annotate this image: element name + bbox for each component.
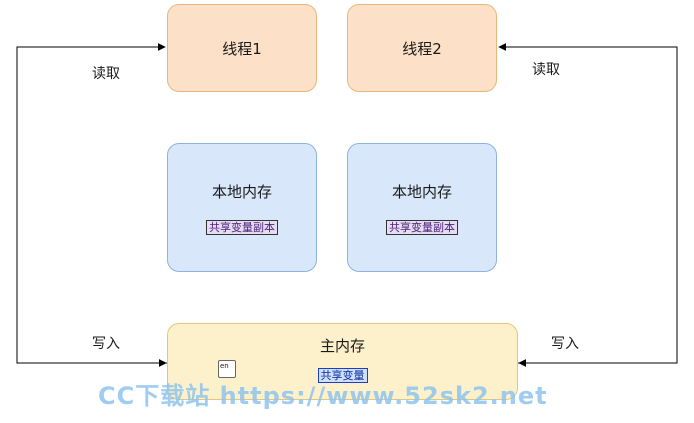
read-arrow-right [498, 43, 678, 364]
edge-label-write-right: 写入 [551, 336, 579, 352]
edge-label-read-right: 读取 [532, 62, 560, 78]
thread-2-box: 线程2 [347, 4, 497, 92]
input-method-icon-text: en [220, 362, 229, 370]
thread-1-label: 线程1 [222, 39, 262, 58]
local-memory-2-copy-tag: 共享变量副本 [386, 219, 458, 235]
main-memory-label: 主内存 [319, 336, 365, 355]
local-memory-2-box: 本地内存 共享变量副本 [347, 143, 497, 272]
edge-label-read-left: 读取 [92, 66, 120, 82]
thread-1-box: 线程1 [167, 4, 317, 92]
read-arrow-left [16, 43, 167, 364]
main-memory-shared-tag: 共享变量 [317, 367, 368, 383]
local-memory-1-box: 本地内存 共享变量副本 [167, 143, 317, 272]
input-method-icon: en [218, 360, 236, 378]
local-memory-1-label: 本地内存 [211, 182, 272, 201]
edge-label-write-left: 写入 [92, 336, 120, 352]
local-memory-2-label: 本地内存 [391, 182, 452, 201]
local-memory-1-copy-tag: 共享变量副本 [206, 219, 278, 235]
thread-2-label: 线程2 [402, 39, 442, 58]
watermark: CC下载站 https://www.52sk2.net [98, 382, 548, 410]
